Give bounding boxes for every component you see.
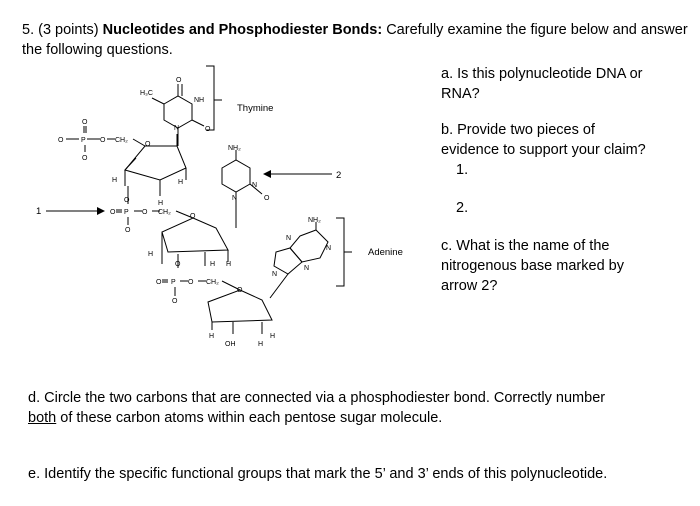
adenine-bracket [336,217,345,287]
o-label-3prime-top: O [124,197,130,204]
o-label-mid-p-double: O [110,209,116,216]
part-a-line2: RNA? [441,86,480,102]
h-label-6: H [226,261,231,268]
o-label-top-ring: O [145,141,151,148]
o-label-mid-ring: O [190,213,196,220]
o-label-thymine: O [205,126,211,133]
o-label-low-p-bottom: O [172,298,178,305]
part-b-line2: evidence to support your claim? [441,142,646,158]
part-e: e. Identify the specific functional grou… [28,466,608,482]
question-number: 5. (3 points) [22,22,99,38]
h-label-4: H [148,251,153,258]
o-label-3prime-mid: O [175,261,181,268]
o-label-p-top: O [82,119,88,126]
adenine-imidazole [273,247,303,275]
part-c-line2: nitrogenous base marked by [441,258,624,274]
p-label-lower: P [171,279,176,286]
question-heading: 5. (3 points) Nucleotides and Phosphodie… [22,20,688,40]
n-label-middle-base: N [252,182,257,189]
nh2-label-adenine: NH₂ [308,217,321,224]
top-sugar-ring [124,145,187,181]
h-label-3: H [178,179,183,186]
part-c-line3: arrow 2? [441,278,498,294]
part-d-underlined-word: both [28,410,57,426]
adenine-ring [289,229,329,263]
o-label-mid-p-bottom: O [125,227,131,234]
h-label-2: H [158,200,163,207]
part-d-line1: d. Circle the two carbons that are conne… [28,390,606,406]
adenine-label: Adenine [368,247,403,258]
part-b-item2: 2. [456,200,469,216]
h-label-5: H [210,261,215,268]
arrow-2-label: 2 [336,170,341,181]
middle-base-ring [221,159,251,193]
question-title: Nucleotides and Phosphodiester Bonds: [102,22,383,38]
oh-label-3prime: OH [225,341,236,348]
o-label-top: O [176,77,182,84]
p-label-middle: P [124,209,129,216]
h-label-9: H [258,341,263,348]
n-label-adenine-3: N [304,265,309,272]
atom-labels: H₃C NH O O N O P O O O CH₂ O H H H O NH₂… [58,77,331,348]
lower-sugar-ring [207,289,273,323]
question-intro: Carefully examine the figure below and a… [386,22,688,38]
middle-sugar-ring [161,217,229,253]
o-label-middle-base: O [264,195,270,202]
o-label-low-p-double: O [156,279,162,286]
arrow-1-label: 1 [36,206,41,217]
question-intro-line2: the following questions. [22,42,173,58]
thymine-bracket [206,65,215,131]
n-label-adenine-2: N [326,245,331,252]
ch2-label-middle: CH₂ [158,209,171,216]
h-label-8: H [270,333,275,340]
part-b-item1: 1. [456,162,469,178]
part-d-line2: both of these carbon atoms within each p… [28,408,442,428]
thymine-label: Thymine [237,103,273,114]
n-label-adenine-9: N [272,271,277,278]
o-label-ester-top: O [100,137,106,144]
o-label-low-ester: O [188,279,194,286]
o-label-mid-ester: O [142,209,148,216]
o-label-p-bottom: O [82,155,88,162]
thymine-ring [163,95,193,129]
nh2-label-middle: NH₂ [228,145,241,152]
h3c-label: H₃C [140,90,153,97]
n-label-adenine-1: N [286,235,291,242]
nh-label: NH [194,97,204,104]
part-c-line1: c. What is the name of the [441,238,610,254]
o-label-5prime: O [58,137,64,144]
n-label-middle-glyco: N [232,195,237,202]
ch2-label-lower: CH₂ [206,279,219,286]
part-b-line1: b. Provide two pieces of [441,122,595,138]
part-d-line2-rest: of these carbon atoms within each pentos… [56,410,443,426]
part-a-line1: a. Is this polynucleotide DNA or [441,66,643,82]
n-label-thymine: N [174,125,179,132]
o-label-low-ring: O [237,287,243,294]
h-label-7: H [209,333,214,340]
h-label-1: H [112,177,117,184]
ch2-label-top: CH₂ [115,137,128,144]
p-label-top: P [81,137,86,144]
